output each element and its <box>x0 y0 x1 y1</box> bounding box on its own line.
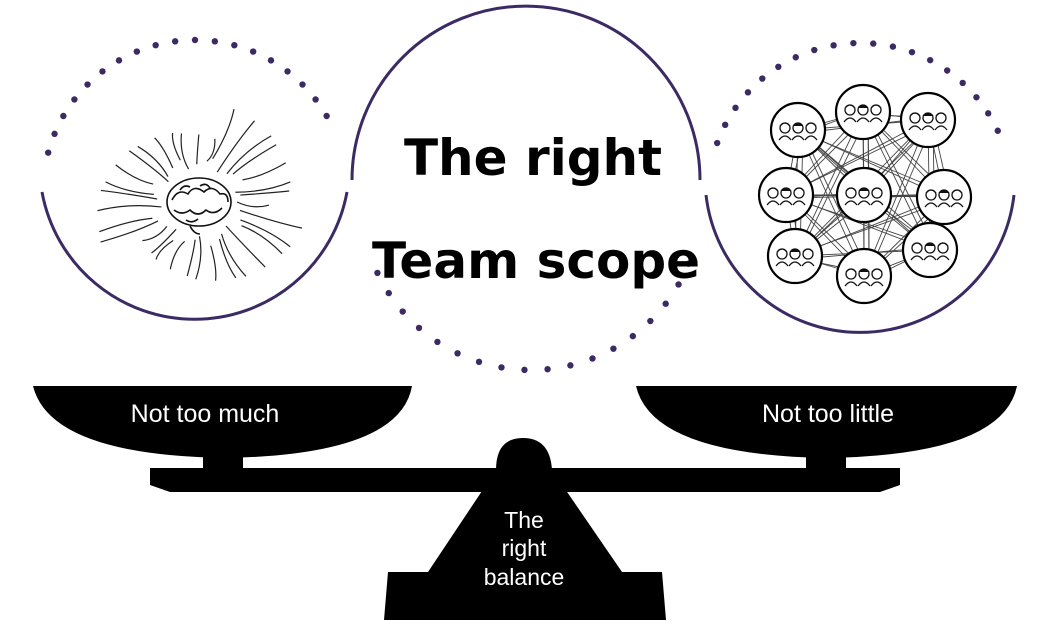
fulcrum-label-line-1: The <box>504 507 544 533</box>
balance-scale <box>33 386 1017 620</box>
brain-explosion-icon <box>97 108 303 281</box>
right-bubble-outline <box>704 194 1016 334</box>
dotted-arcs <box>44 36 1001 374</box>
title-line-2: Team scope <box>372 232 700 290</box>
center-bubble-outline <box>350 4 702 181</box>
right-pan-label: Not too little <box>762 400 894 428</box>
fulcrum-label-line-2: right <box>502 535 547 561</box>
team-network-icon <box>757 83 973 305</box>
fulcrum <box>384 438 666 620</box>
left-pan-label: Not too much <box>131 400 280 428</box>
right-pan <box>636 386 1017 458</box>
bubble-outlines <box>40 4 1016 334</box>
title-line-1: The right <box>404 129 662 187</box>
left-pan-stem <box>203 445 243 470</box>
left-bubble-outline <box>40 191 349 321</box>
right-pan-stem <box>806 445 846 470</box>
left-pan <box>33 386 412 458</box>
fulcrum-label-line-3: balance <box>484 564 565 590</box>
